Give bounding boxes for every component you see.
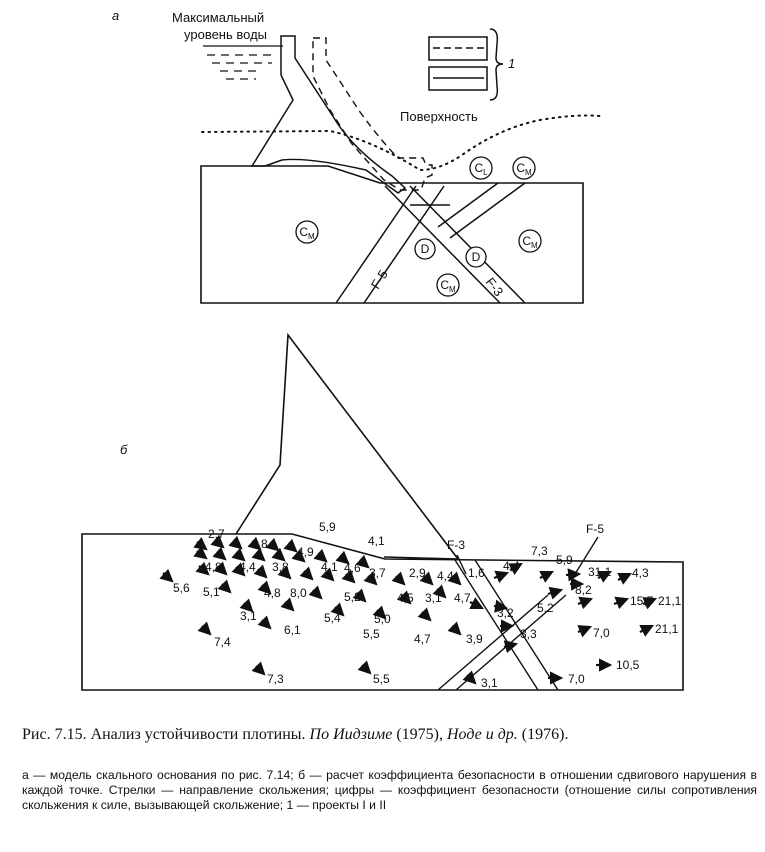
sf-label: 3,9: [466, 632, 483, 646]
caption-source-2: Ноде и др.: [446, 726, 518, 743]
sf-label: 4,4: [503, 559, 520, 573]
sf-label: 7,3: [267, 672, 284, 686]
zone-cm-bottom: CM: [436, 273, 460, 297]
sf-label: 3,7: [369, 566, 386, 580]
caption-prefix: Рис. 7.15. Анализ устойчивости плотины.: [22, 726, 310, 743]
sf-label: 5,1: [203, 585, 220, 599]
zone-cm-left-label: CM: [299, 225, 315, 241]
sf-label: 5,6: [173, 581, 190, 595]
sf-label: 5,9: [319, 520, 336, 534]
zone-cm-left: CM: [295, 220, 319, 244]
sf-label: 6,1: [284, 623, 301, 637]
panel-a: а Максимальный уровень воды Поверхность: [112, 8, 601, 304]
sf-label: 4,8: [264, 586, 281, 600]
surface-label: Поверхность: [400, 109, 478, 124]
dam-stability-figure: а Максимальный уровень воды Поверхность: [81, 8, 684, 691]
sf-label: 3,1: [240, 609, 257, 623]
figure-caption: Рис. 7.15. Анализ устойчивости плотины. …: [22, 724, 752, 745]
fault-zones: [335, 182, 526, 304]
panel-b: б F-3 F-5: [81, 332, 684, 691]
zone-cm-right-label: CM: [522, 234, 538, 250]
sf-label: 21,1: [655, 622, 679, 636]
sf-label: 1,6: [468, 566, 485, 580]
sf-label: 10,5: [616, 658, 640, 672]
sf-label: 2,9: [409, 566, 426, 580]
water-level-label-line1: Максимальный: [172, 10, 264, 25]
sf-label: 4,1: [321, 560, 338, 574]
fault-f5-marker: F-5: [586, 522, 604, 536]
fault-f5-label: F-5: [368, 267, 391, 291]
sf-label: 7,4: [214, 635, 231, 649]
sf-label: 5,4: [324, 611, 341, 625]
sf-label: 3,1: [481, 676, 498, 690]
zone-d-left: D: [414, 238, 436, 260]
fault-f3-marker: F-3: [447, 538, 465, 552]
zone-cl: CL: [469, 156, 493, 180]
sf-label: 4,9: [297, 545, 314, 559]
panel-b-letter: б: [120, 442, 128, 457]
sf-label: 4,1: [368, 534, 385, 548]
sf-label: 21,1: [658, 594, 682, 608]
zone-d-left-label: D: [421, 242, 430, 256]
sf-label: 2,7: [208, 527, 225, 541]
water-surface: [203, 45, 283, 80]
sf-label: 4,3: [632, 566, 649, 580]
ground-surface-line: [201, 114, 601, 172]
zone-d-right-label: D: [472, 250, 481, 264]
sf-label: 4,4: [239, 560, 256, 574]
zone-cm-top-label: CM: [516, 161, 532, 177]
caption-year-2: (1976).: [517, 726, 569, 743]
safety-factor-labels: 2,7 1,8 5,9 4,1 4,9 4,8 4,4 3,8 4,1 4,6 …: [173, 520, 682, 690]
sf-label: 4,8: [205, 560, 222, 574]
water-level-label-line2: уровень воды: [184, 27, 267, 42]
legend-number: 1: [508, 56, 515, 71]
panel-b-foundation-block: [81, 533, 684, 691]
panel-b-dam-body: [235, 332, 459, 560]
sf-label: 7,0: [568, 672, 585, 686]
sf-label: 5,5: [363, 627, 380, 641]
sf-label: 5,2: [537, 601, 554, 615]
sf-label: 8,2: [575, 583, 592, 597]
figure-note: а — модель скального основания по рис. 7…: [22, 768, 757, 812]
panel-a-letter: а: [112, 8, 119, 23]
sf-label: 3,8: [272, 560, 289, 574]
sf-label: 15,7: [630, 594, 654, 608]
sf-label: 1,8: [251, 537, 268, 551]
fault-f3-label: F-3: [483, 275, 507, 300]
sf-label: 7,3: [531, 544, 548, 558]
zone-cm-top: CM: [512, 156, 536, 180]
sf-label: 5,2: [344, 590, 361, 604]
design-legend: [428, 28, 504, 101]
sf-label: 3,3: [520, 627, 537, 641]
zone-cm-bottom-label: CM: [440, 278, 456, 294]
caption-source-1: По Иидзиме: [309, 726, 393, 743]
sf-label: 4,6: [344, 561, 361, 575]
sf-label: 31,1: [588, 565, 612, 579]
sf-label: 3,2: [497, 606, 514, 620]
sf-label: 5,5: [373, 672, 390, 686]
sf-label: 4,5: [397, 591, 414, 605]
zone-d-right: D: [465, 246, 487, 268]
sf-label: 4,4: [437, 569, 454, 583]
dam-toe-line: [383, 556, 459, 560]
sf-label: 4,7: [454, 591, 471, 605]
rock-foundation-block: [200, 165, 584, 304]
dam-design-1: [250, 35, 407, 194]
sf-label: 5,0: [374, 612, 391, 626]
sliding-direction-arrows: [159, 534, 658, 685]
zone-cl-label: CL: [474, 161, 488, 177]
zone-cm-right: CM: [518, 229, 542, 253]
caption-year-1: (1975),: [392, 726, 447, 743]
sf-label: 8,0: [290, 586, 307, 600]
sf-label: 3,1: [425, 591, 442, 605]
sf-label: 5,9: [556, 553, 573, 567]
sf-label: 7,0: [593, 626, 610, 640]
sf-label: 4,7: [414, 632, 431, 646]
